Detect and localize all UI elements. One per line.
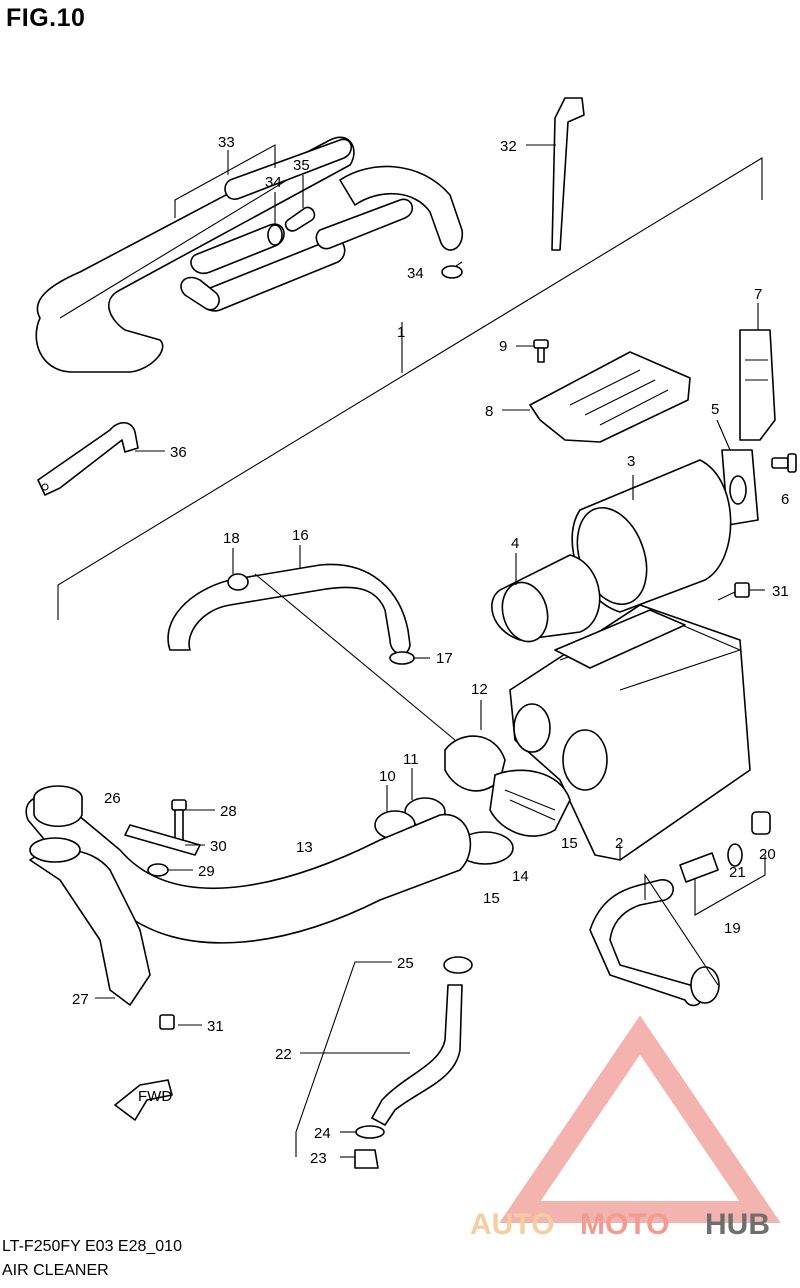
callout-10: 10	[379, 768, 396, 785]
hose-clamp-34b	[441, 261, 463, 279]
callout-8: 8	[485, 403, 493, 420]
callout-2: 2	[615, 835, 623, 852]
clip-17	[389, 651, 430, 665]
callout-25: 25	[397, 955, 414, 972]
drain-hose-22	[300, 984, 463, 1126]
bolt-31a	[717, 582, 765, 601]
fwd-label: FWD	[138, 1088, 172, 1105]
callout-14: 14	[512, 868, 529, 885]
callout-4: 4	[511, 535, 519, 552]
bolt-31b	[159, 1014, 202, 1030]
washer-29	[147, 863, 193, 877]
hose-assembly-19	[589, 852, 720, 1007]
callout-22: 22	[275, 1046, 292, 1063]
clamp-18	[227, 548, 249, 591]
drain-cap-5	[716, 419, 759, 526]
automotohub-watermark-logo: AUTO MOTO HUB	[470, 1015, 781, 1241]
callout-27: 27	[72, 991, 89, 1008]
callout-3: 3	[627, 453, 635, 470]
callout-11: 11	[403, 751, 419, 768]
callout-15b: 15	[483, 890, 500, 907]
callout-15a: 15	[561, 835, 578, 852]
callout-36: 36	[170, 444, 187, 461]
cleaner-cover-8	[502, 351, 691, 443]
callout-13: 13	[296, 839, 313, 856]
clamp-25	[443, 956, 473, 974]
callout-16: 16	[292, 527, 309, 544]
callout-18: 18	[223, 530, 240, 547]
air-cleaner-case-2	[509, 604, 751, 861]
screw-9	[516, 339, 549, 363]
holder-bracket-7	[739, 303, 776, 441]
callout-19: 19	[724, 920, 741, 937]
callout-1: 1	[397, 324, 405, 341]
snorkel-27	[29, 837, 151, 1006]
watermark-word-hub: HUB	[705, 1208, 770, 1241]
callout-26: 26	[104, 790, 121, 807]
callout-24: 24	[314, 1125, 331, 1142]
clip-24	[340, 1125, 385, 1139]
diagram-code: LT-F250FY E03 E28_010	[2, 1238, 182, 1255]
callout-12: 12	[471, 681, 488, 698]
hose-clamp-34a	[267, 192, 283, 246]
clamp-21	[727, 843, 743, 867]
callout-17: 17	[436, 650, 453, 667]
cable-tie-32	[526, 97, 585, 251]
callout-31a: 31	[772, 583, 789, 600]
callout-32: 32	[500, 138, 517, 155]
callout-34b: 34	[407, 265, 424, 282]
intake-hose-14	[489, 769, 571, 837]
clamp-bracket-36	[37, 421, 165, 496]
callout-20: 20	[759, 846, 776, 863]
callout-34a: 34	[265, 174, 282, 191]
bolt-6	[771, 453, 797, 473]
callout-29: 29	[198, 863, 215, 880]
fwd-arrow-icon: FWD	[114, 1079, 173, 1121]
callout-7: 7	[754, 286, 762, 303]
pre-filter-4	[491, 553, 601, 643]
watermark-word-moto: MOTO	[580, 1208, 669, 1241]
callout-35: 35	[293, 157, 310, 174]
callout-5: 5	[711, 401, 719, 418]
cap-23	[340, 1149, 379, 1169]
duct-cap-26	[33, 785, 83, 827]
callout-30: 30	[210, 838, 227, 855]
callout-6: 6	[781, 491, 789, 508]
callout-23: 23	[310, 1150, 327, 1167]
assembly-bracket-1	[57, 157, 763, 620]
bolt-28	[171, 799, 215, 841]
figure-title: FIG.10	[6, 4, 86, 32]
breather-hose-16	[167, 545, 411, 655]
callout-9: 9	[499, 338, 507, 355]
diagram-caption: AIR CLEANER	[2, 1262, 109, 1279]
intake-connector-12	[444, 700, 506, 792]
watermark-word-auto: AUTO	[470, 1208, 554, 1241]
callout-28: 28	[220, 803, 237, 820]
callout-labels: 1 2 3 4 5 6 7 8 9 10 11 12 13 14 15 15 1…	[72, 134, 789, 1167]
union-20	[751, 811, 771, 835]
callout-33: 33	[218, 134, 235, 151]
clamp-30	[124, 824, 205, 856]
callout-31b: 31	[207, 1018, 224, 1035]
fitting-35	[284, 175, 316, 232]
callout-21: 21	[729, 864, 746, 881]
